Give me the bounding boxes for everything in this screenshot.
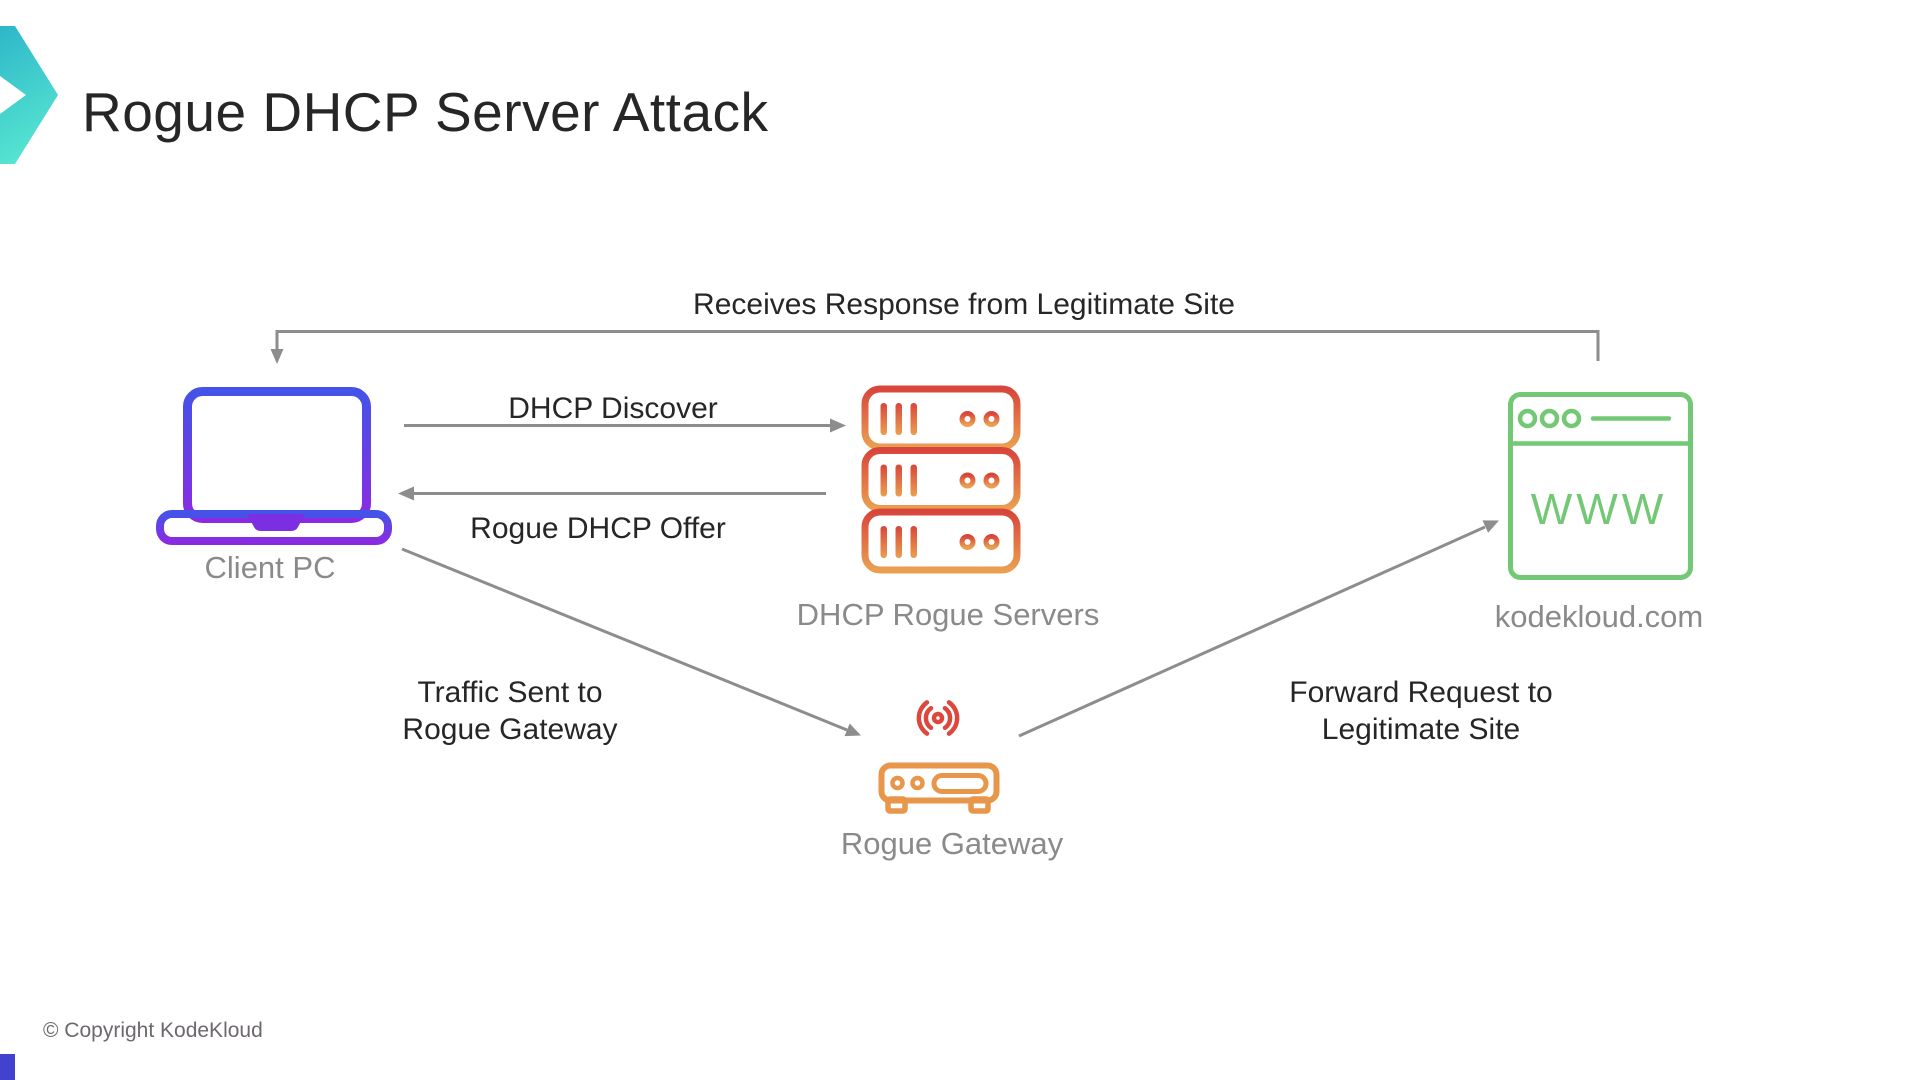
router-led [890, 775, 905, 791]
node-label-client-pc: Client PC [204, 550, 336, 585]
logo-chevron-icon [0, 26, 58, 164]
arrow-rogue-dhcp-offer-head [398, 486, 414, 501]
laptop-notch [247, 514, 305, 531]
arrow-dhcp-discover [404, 418, 846, 433]
browser-frame [1508, 392, 1693, 580]
arrow-traffic-to-gateway [401, 547, 861, 737]
browser-icon: WWW [1508, 392, 1693, 580]
router-led [910, 775, 925, 791]
www-text: WWW [1531, 485, 1668, 534]
server-unit [861, 447, 1021, 512]
server-unit [861, 385, 1021, 451]
router-body [878, 762, 1000, 814]
flow-label-dhcp-discover: DHCP Discover [508, 392, 718, 425]
arrow-forward-request-line [1018, 525, 1486, 738]
browser-window-dot [1539, 408, 1560, 429]
arrow-receives-response-line [275, 330, 1600, 361]
router-icon [878, 686, 1000, 814]
corner-accent-square [0, 1054, 15, 1080]
arrow-traffic-to-gateway-head [844, 723, 861, 737]
page-title: Rogue DHCP Server Attack [82, 81, 769, 143]
flow-label-forward-request: Forward Request to Legitimate Site [1289, 676, 1553, 746]
router-slot [931, 773, 989, 794]
flow-label-receives-response: Receives Response from Legitimate Site [693, 288, 1235, 321]
arrow-receives-response [270, 330, 1600, 364]
arrow-receives-response-head [270, 349, 284, 364]
router-chassis [878, 762, 1000, 804]
server-unit [861, 508, 1021, 574]
arrow-forward-request-head [1482, 520, 1499, 533]
flow-label-traffic-to-gateway: Traffic Sent to Rogue Gateway [402, 676, 618, 746]
server-stack-icon [861, 385, 1021, 574]
flow-label-rogue-dhcp-offer: Rogue DHCP Offer [470, 512, 726, 545]
arrow-rogue-dhcp-offer [398, 486, 826, 501]
laptop-screen [183, 387, 371, 523]
laptop-icon [156, 387, 392, 545]
node-label-dhcp-rogue-servers: DHCP Rogue Servers [796, 597, 1100, 632]
copyright-text: © Copyright KodeKloud [43, 1019, 263, 1042]
wifi-signal-icon [916, 700, 960, 736]
arrow-traffic-to-gateway-line [401, 547, 848, 732]
node-label-kodekloud-com: kodekloud.com [1494, 599, 1704, 634]
node-label-rogue-gateway: Rogue Gateway [840, 826, 1064, 861]
browser-window-dot [1517, 408, 1538, 429]
browser-window-dot [1561, 408, 1582, 429]
arrow-forward-request [1018, 520, 1499, 738]
arrow-dhcp-discover-head [830, 418, 846, 433]
